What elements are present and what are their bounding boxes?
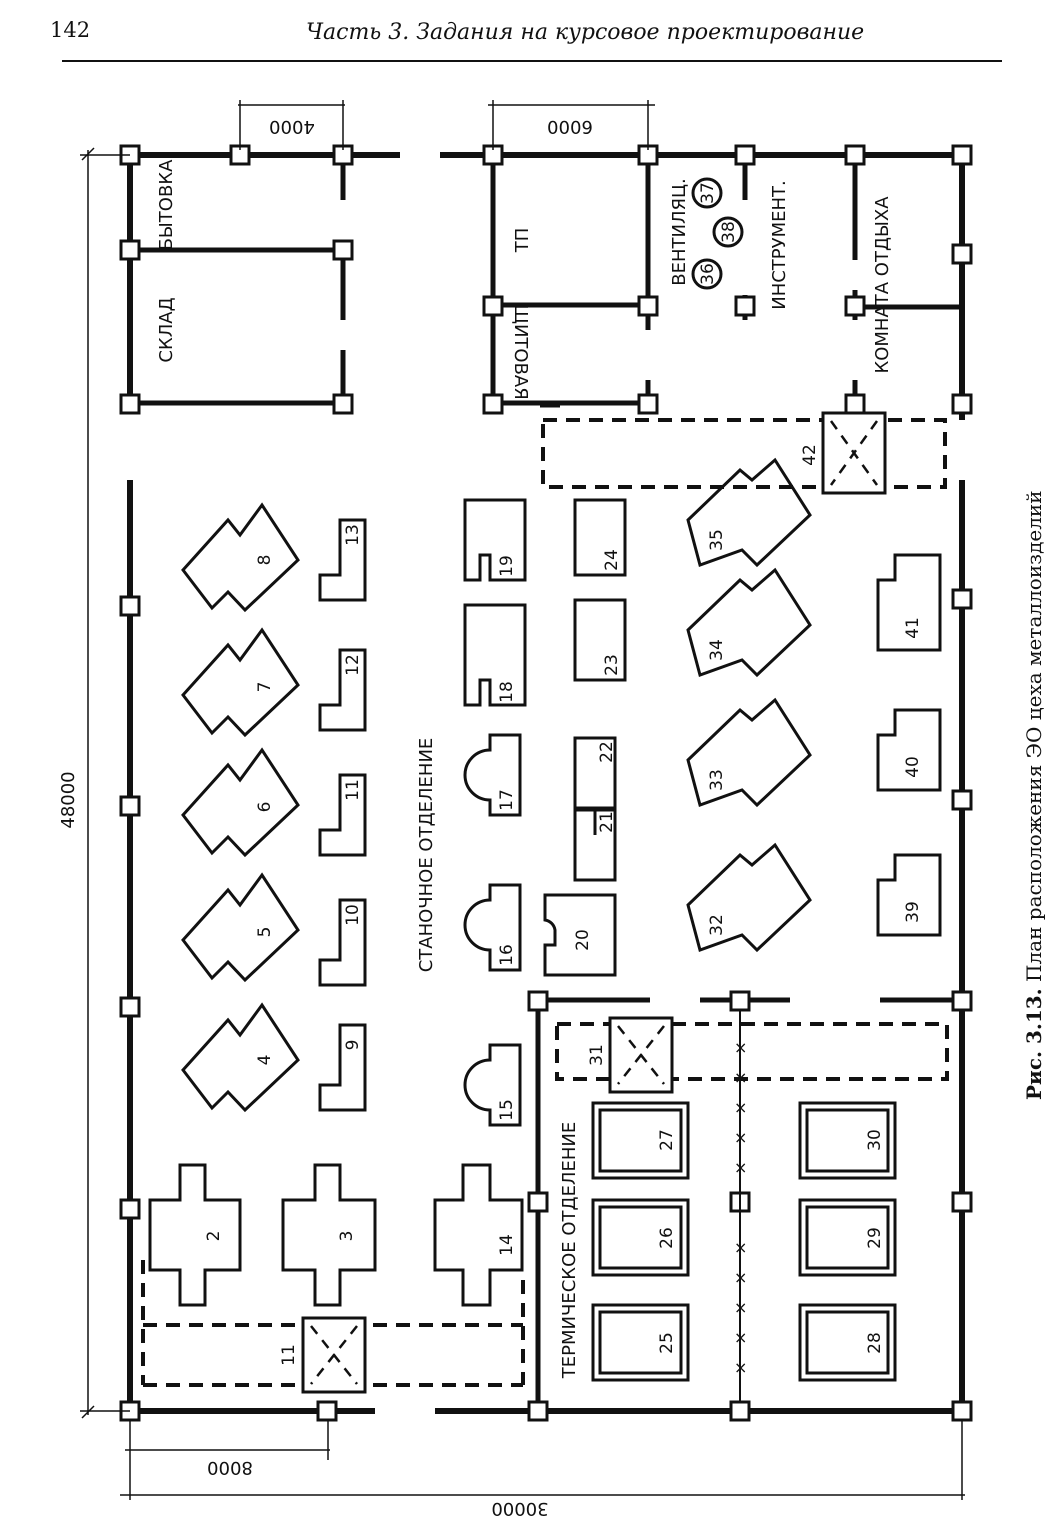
equipment-40: 40	[903, 756, 923, 778]
equipment-27: 27	[657, 1129, 677, 1151]
svg-text:×: ×	[734, 1068, 747, 1087]
equipment-21: 21	[597, 811, 617, 833]
svg-text:×: ×	[734, 1358, 747, 1377]
svg-text:×: ×	[734, 1128, 747, 1147]
dimension-lines	[80, 100, 965, 1500]
equipment-42: 42	[800, 444, 820, 466]
dept-stanochnoe: СТАНОЧНОЕ ОТДЕЛЕНИЕ	[416, 738, 437, 973]
equipment-6: 6	[255, 802, 275, 813]
round-machines	[463, 733, 522, 1127]
svg-text:×: ×	[734, 1158, 747, 1177]
svg-text:×: ×	[734, 1298, 747, 1317]
dimension-overall-height: 30000	[491, 1498, 548, 1519]
equipment-22: 22	[597, 741, 617, 763]
equipment-39: 39	[903, 901, 923, 923]
svg-text:×: ×	[734, 1238, 747, 1257]
equipment-31: 31	[587, 1044, 607, 1066]
equipment-19: 19	[497, 555, 517, 577]
columns	[119, 144, 973, 1422]
equipment-29: 29	[865, 1227, 885, 1249]
equipment-34: 34	[707, 639, 727, 661]
equipment-11: 11	[343, 779, 363, 801]
fans	[691, 177, 744, 290]
equipment-15: 15	[497, 1099, 517, 1121]
equipment-4: 4	[255, 1055, 275, 1066]
svg-text:×: ×	[734, 1328, 747, 1347]
equipment-36: 36	[698, 263, 718, 285]
dimension-overall-width: 48000	[58, 771, 79, 828]
l-machines	[318, 518, 367, 1112]
equipment-16: 16	[497, 944, 517, 966]
room-ventilyats: ВЕНТИЛЯЦ.	[669, 178, 690, 285]
room-tp: ТП	[512, 228, 533, 254]
equipment-24: 24	[602, 549, 622, 571]
crane-label: 11	[279, 1344, 299, 1366]
equipment-32: 32	[707, 914, 727, 936]
equipment-26: 26	[657, 1227, 677, 1249]
equipment-20: 20	[573, 929, 593, 951]
room-komnata-otdykha: КОМНАТА ОТДЫХА	[872, 196, 893, 374]
equipment-5: 5	[255, 927, 275, 938]
equipment-2: 2	[204, 1231, 224, 1242]
room-shchitovaya: ЩИТОВАЯ	[510, 304, 531, 399]
equipment-41: 41	[903, 617, 923, 639]
equipment-38: 38	[719, 221, 739, 243]
figure-caption: Рис. 3.13. План расположения ЭО цеха мет…	[1022, 490, 1046, 1100]
room-instrument: ИНСТРУМЕНТ.	[769, 180, 790, 310]
equipment-12: 12	[343, 654, 363, 676]
equipment-14: 14	[497, 1234, 517, 1256]
equipment-25: 25	[657, 1332, 677, 1354]
room-sklad: СКЛАД	[156, 297, 177, 362]
equipment-23: 23	[602, 654, 622, 676]
equipment-35: 35	[707, 529, 727, 551]
header-rule	[62, 60, 1002, 62]
dept-termicheskoe: ТЕРМИЧЕСКОЕ ОТДЕЛЕНИЕ	[559, 1122, 580, 1379]
svg-text:×: ×	[734, 1268, 747, 1287]
equipment-3: 3	[337, 1231, 357, 1242]
equipment-37: 37	[698, 182, 718, 204]
equipment-10: 10	[343, 904, 363, 926]
equipment-8: 8	[255, 555, 275, 566]
dimension-bay-left: 8000	[207, 1457, 253, 1478]
page-number: 142	[50, 18, 91, 42]
figure-caption-label: Рис. 3.13.	[1022, 988, 1046, 1100]
cross-machines	[148, 1163, 524, 1307]
equipment-13: 13	[343, 524, 363, 546]
running-header: Часть 3. Задания на курсовое проектирова…	[306, 20, 865, 45]
equipment-18: 18	[497, 681, 517, 703]
equipment-7: 7	[255, 682, 275, 693]
svg-text:×: ×	[734, 1098, 747, 1117]
svg-text:×: ×	[734, 1038, 747, 1057]
partitions	[130, 155, 962, 1411]
equipment-33: 33	[707, 769, 727, 791]
dimension-span-room: 6000	[547, 116, 593, 137]
room-bytovka: БЫТОВКА	[156, 159, 177, 251]
equipment-28: 28	[865, 1332, 885, 1354]
conveyor-marks: × × × × × × × × × ×	[734, 1038, 747, 1377]
furnaces	[591, 1101, 897, 1382]
equipment-17: 17	[497, 789, 517, 811]
lathe-machines	[181, 502, 300, 1113]
equipment-30: 30	[865, 1129, 885, 1151]
outer-walls	[127, 150, 965, 1415]
dimension-span-small: 4000	[269, 116, 315, 137]
equipment-9: 9	[343, 1040, 363, 1051]
figure-caption-text: План расположения ЭО цеха металлоизделий	[1022, 490, 1046, 982]
